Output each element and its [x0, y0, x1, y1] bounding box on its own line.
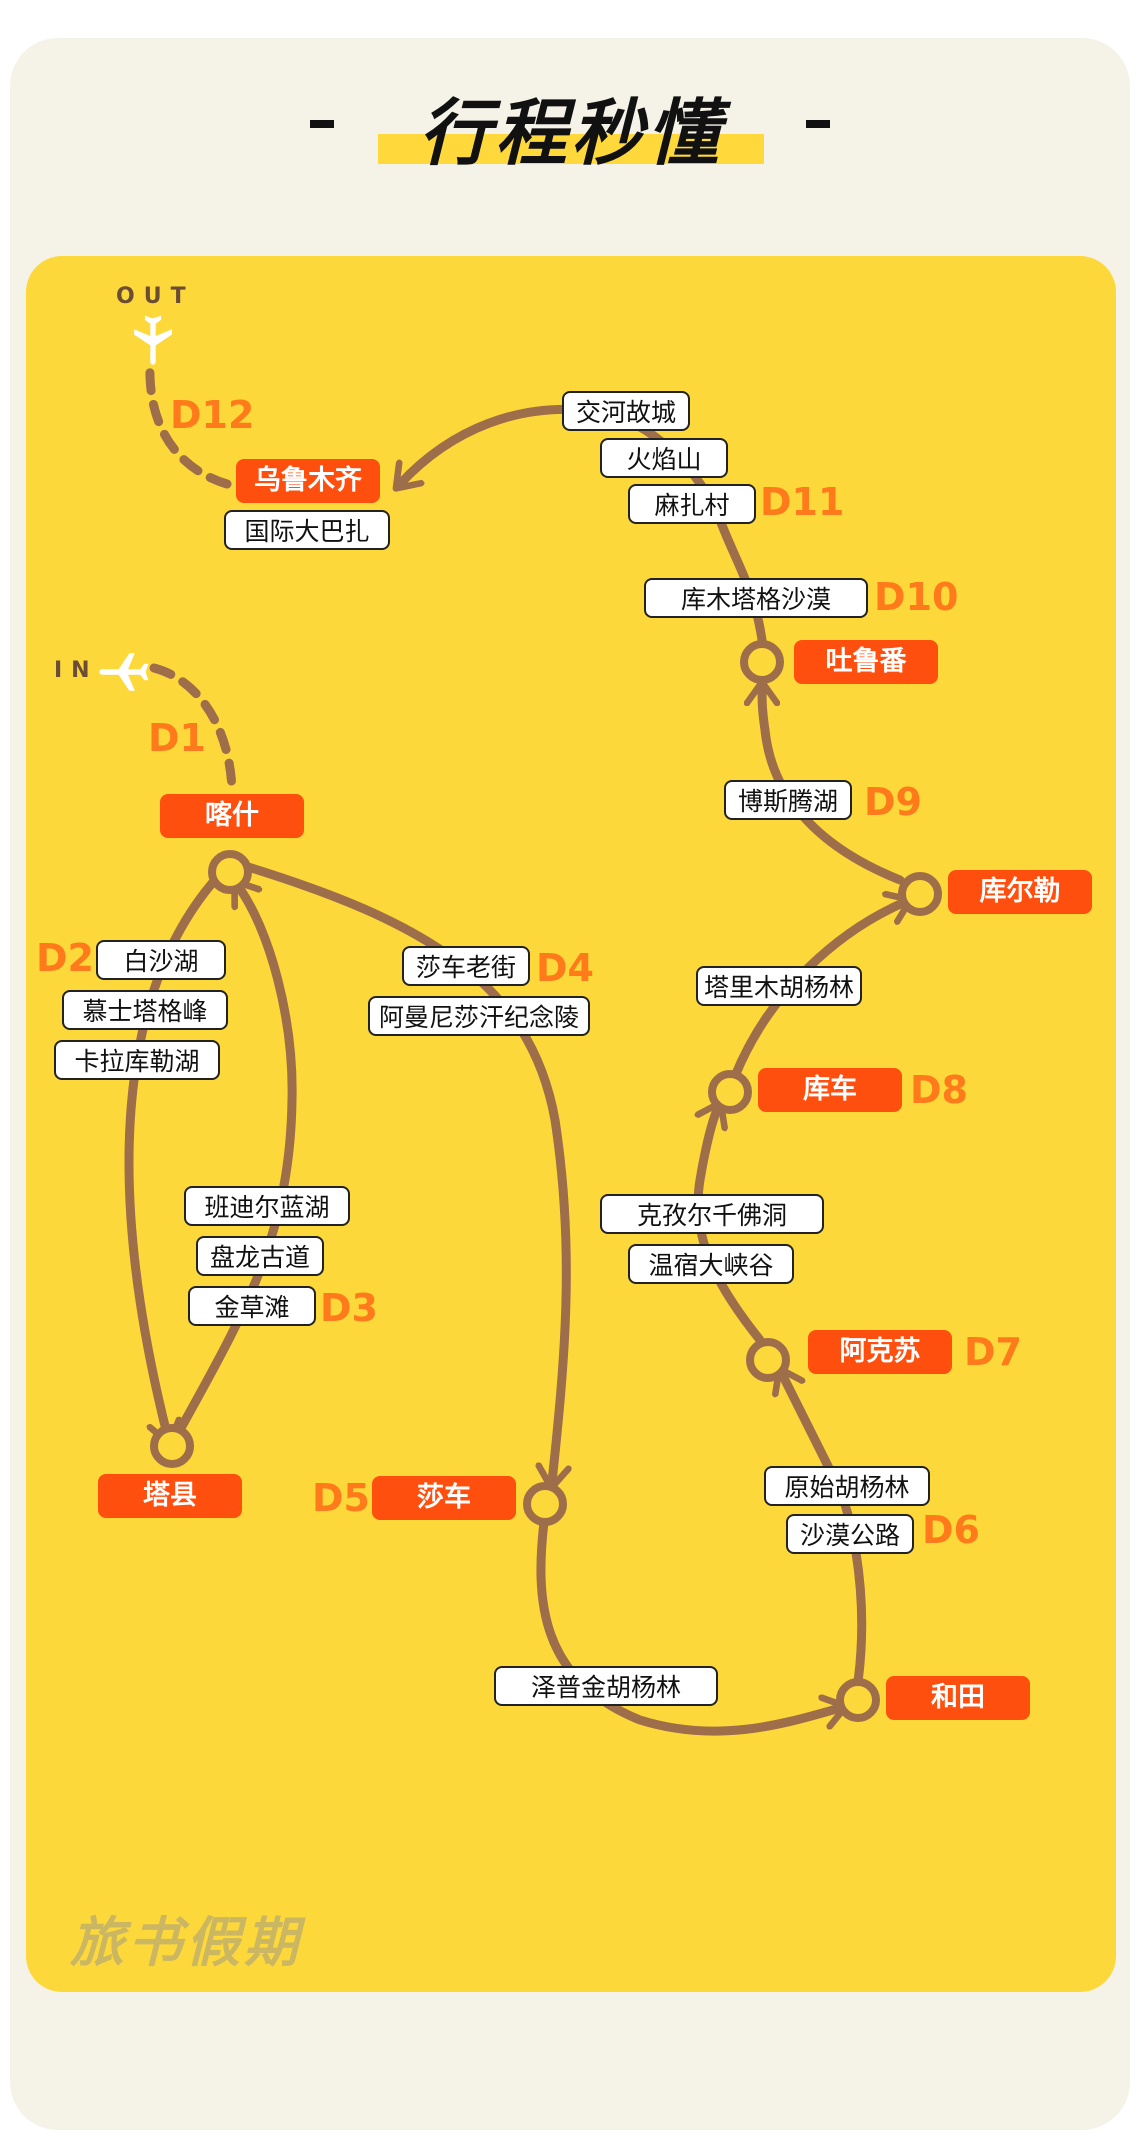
- node-kashgar: [208, 850, 252, 894]
- day-label-d6: D6: [922, 1508, 980, 1552]
- title-dash-right: [806, 120, 830, 128]
- day-label-d2: D2: [36, 936, 94, 980]
- node-taxian: [150, 1424, 194, 1468]
- out-label: OUT: [116, 284, 195, 309]
- brand-watermark: 旅书假期: [70, 1911, 302, 1974]
- airplane-icon: [134, 315, 172, 365]
- spot-amannisa: 阿曼尼莎汗纪念陵: [368, 996, 590, 1036]
- title-section: 行程秒懂: [0, 70, 1140, 180]
- spot-bandier: 班迪尔蓝湖: [184, 1186, 350, 1226]
- spot-huoyanshan: 火焰山: [600, 438, 728, 478]
- day-label-d9: D9: [864, 780, 922, 824]
- route-d5: [536, 1517, 840, 1736]
- day-label-d8: D8: [910, 1068, 968, 1112]
- city-kashgar: 喀什: [160, 794, 304, 838]
- title-highlight: [378, 134, 764, 164]
- city-korla: 库尔勒: [948, 870, 1092, 914]
- spot-muztagh: 慕士塔格峰: [62, 990, 228, 1030]
- city-kuqa: 库车: [758, 1068, 902, 1112]
- spot-jiaohe: 交河故城: [562, 391, 690, 431]
- city-hotan: 和田: [886, 1676, 1030, 1720]
- day-label-d10: D10: [874, 575, 959, 619]
- day-label-d3: D3: [320, 1286, 378, 1330]
- spot-guoji-dabazha: 国际大巴扎: [224, 510, 390, 550]
- spot-wensu: 温宿大峡谷: [628, 1244, 794, 1284]
- spot-yuanshi-poplar: 原始胡杨林: [764, 1466, 930, 1506]
- city-aksu: 阿克苏: [808, 1330, 952, 1374]
- spot-baisha: 白沙湖: [96, 940, 226, 980]
- route-d9: [762, 688, 905, 885]
- node-shache: [523, 1482, 567, 1526]
- node-hotan: [836, 1678, 880, 1722]
- day-label-d4: D4: [536, 946, 594, 990]
- title-dash-left: [310, 120, 334, 128]
- node-kuqa: [708, 1070, 752, 1114]
- route-d4: [240, 861, 566, 1482]
- spot-kizil: 克孜尔千佛洞: [600, 1194, 824, 1234]
- city-taxian: 塔县: [98, 1474, 242, 1518]
- spot-kumtag: 库木塔格沙漠: [644, 578, 868, 618]
- city-urumqi: 乌鲁木齐: [236, 459, 380, 503]
- day-label-d5: D5: [312, 1476, 370, 1520]
- route-d3: [175, 886, 297, 1435]
- spot-karakul: 卡拉库勒湖: [54, 1040, 220, 1080]
- route-out-dashed: [145, 360, 232, 489]
- spot-bosten: 博斯腾湖: [724, 780, 852, 820]
- spot-zepu-poplar: 泽普金胡杨林: [494, 1666, 718, 1706]
- route-in-dashed: [149, 663, 237, 795]
- spot-shache-oldstreet: 莎车老街: [402, 946, 530, 986]
- spot-panlong: 盘龙古道: [196, 1236, 324, 1276]
- node-aksu: [746, 1338, 790, 1382]
- city-turpan: 吐鲁番: [794, 640, 938, 684]
- node-korla: [898, 872, 942, 916]
- day-label-d1: D1: [148, 716, 206, 760]
- route-d10-d11: [400, 404, 767, 645]
- spot-jincaotan: 金草滩: [188, 1286, 316, 1326]
- day-label-d7: D7: [964, 1330, 1022, 1374]
- spot-desert-road: 沙漠公路: [786, 1514, 914, 1554]
- spot-mazhacun: 麻扎村: [628, 484, 756, 524]
- node-turpan: [740, 640, 784, 684]
- city-shache: 莎车: [372, 1476, 516, 1520]
- day-label-d12: D12: [170, 393, 255, 437]
- in-label: IN: [54, 658, 99, 683]
- airplane-icon: [99, 653, 149, 691]
- day-label-d11: D11: [760, 480, 845, 524]
- page-title: 行程秒懂: [418, 91, 723, 175]
- spot-tarim-poplar: 塔里木胡杨林: [696, 966, 862, 1006]
